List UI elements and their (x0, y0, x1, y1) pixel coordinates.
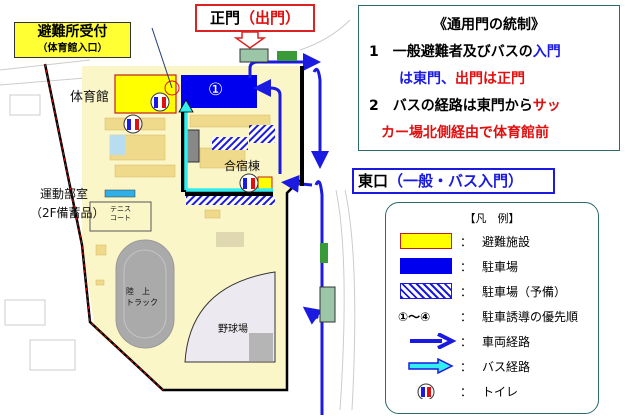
legend-colon: ： (460, 335, 473, 349)
reserve-parking (249, 125, 275, 143)
legend-label: 駐車場 (482, 260, 519, 274)
yellow-box-icon (400, 233, 452, 249)
legend-item: ： トイレ (386, 381, 598, 401)
rules-title: 《通用門の統制》 (433, 17, 545, 33)
main-gate-label: 正門（出門） (195, 4, 315, 32)
baseball-label: 野球場 (218, 324, 248, 335)
toilet-icon (150, 92, 170, 112)
legend-label: 駐車場（予備） (482, 285, 567, 299)
legend-label: 避難施設 (482, 235, 531, 249)
legend-title: 【凡 例】 (464, 212, 520, 225)
rule-2: 2 バスの経路は東門からサッ (369, 95, 619, 115)
legend-item: ： 車両経路 (386, 331, 598, 351)
rule-text: 出門は正門 (455, 71, 525, 87)
legend-item: ： 駐車場 (386, 256, 598, 276)
rule-text: 入門 (532, 44, 561, 60)
legend-colon: ： (460, 285, 473, 299)
east-gate-text: 東口 (358, 172, 389, 190)
rule-text: バスの経路は東門から (392, 98, 533, 114)
tennis-label: テニス コート (110, 205, 131, 222)
toilet-icon (417, 383, 435, 399)
rule-1: 1 一般避難者及びバスの入門 (369, 41, 619, 61)
legend-colon: ： (460, 310, 473, 324)
blue-arrow-icon (410, 333, 457, 349)
reception-callout: 避難所受付 （体育館入口） (14, 22, 131, 58)
gate-rules-box: 《通用門の統制》 1 一般避難者及びバスの入門 は東門、出門は正門 2 バスの経… (358, 5, 620, 151)
reception-subtitle: （体育館入口） (37, 43, 108, 54)
legend-item: ： 駐車場（予備） (386, 281, 598, 301)
parking-1 (181, 75, 257, 108)
legend-colon: ： (460, 385, 473, 399)
rule-num: 2 (369, 98, 379, 114)
tennis-court (89, 201, 152, 232)
toilet-icon (239, 173, 259, 193)
rule-text: 一般避難者及びバスの (392, 44, 533, 60)
car-icon (320, 243, 328, 263)
legend-colon: ： (460, 235, 473, 249)
club-room-sub-label: （2F備蓄品） (30, 206, 105, 220)
blue-box-icon (400, 258, 452, 274)
track-label-2: トラック (126, 298, 158, 307)
reception-title: 避難所受付 (37, 24, 108, 40)
number-range-icon: ①～④ (398, 310, 431, 324)
bus-route (181, 110, 273, 196)
cyan-arrow-icon (408, 358, 454, 374)
dormitory-label: 合宿棟 (224, 159, 261, 173)
club-room-label: 運動部室 (40, 187, 89, 201)
main-gate-text: 正門 (209, 9, 240, 27)
main-gate-exit: （出門） (240, 9, 301, 27)
east-gate-label: 東口（一般・バス入門） (352, 168, 555, 194)
hatched-box-icon (400, 283, 452, 299)
legend-label: 車両経路 (482, 335, 531, 349)
legend: 【凡 例】 ： 避難施設 ： 駐車場 ： 駐車場（予備） ①～④ ： 駐車誘導の優先順 ：… (385, 202, 599, 414)
gym-entrance-marker (164, 80, 180, 96)
rule-text: サッ (532, 98, 561, 114)
rule-text: は東門、 (399, 71, 455, 87)
rule-2-cont: カー場北側経由で体育館前 (381, 125, 549, 141)
legend-colon: ： (460, 360, 473, 374)
legend-label: トイレ (482, 385, 519, 399)
legend-item: ： バス経路 (386, 356, 598, 376)
east-gate-sub: （一般・バス入門） (388, 172, 524, 190)
vehicle-route (248, 53, 329, 415)
bus-icon (319, 286, 336, 323)
legend-label: バス経路 (482, 360, 531, 374)
legend-item: ： 避難施設 (386, 231, 598, 251)
parking-1-label: ① (208, 80, 224, 100)
legend-label: 駐車誘導の優先順 (482, 310, 579, 324)
rule-1-cont: は東門、出門は正門 (399, 68, 619, 88)
club-room (104, 189, 136, 198)
rule-num: 1 (369, 44, 379, 60)
legend-colon: ： (460, 260, 473, 274)
toilet-icon (123, 114, 143, 134)
reserve-parking (186, 196, 275, 205)
gym-label: 体育館 (70, 90, 110, 105)
reserve-parking (212, 137, 248, 150)
athletics-track (115, 239, 175, 349)
car-icon (277, 51, 297, 61)
track-label-1: 陸 上 (126, 287, 150, 296)
legend-item: ①～④ ： 駐車誘導の優先順 (386, 306, 598, 326)
bus-icon (239, 48, 269, 63)
